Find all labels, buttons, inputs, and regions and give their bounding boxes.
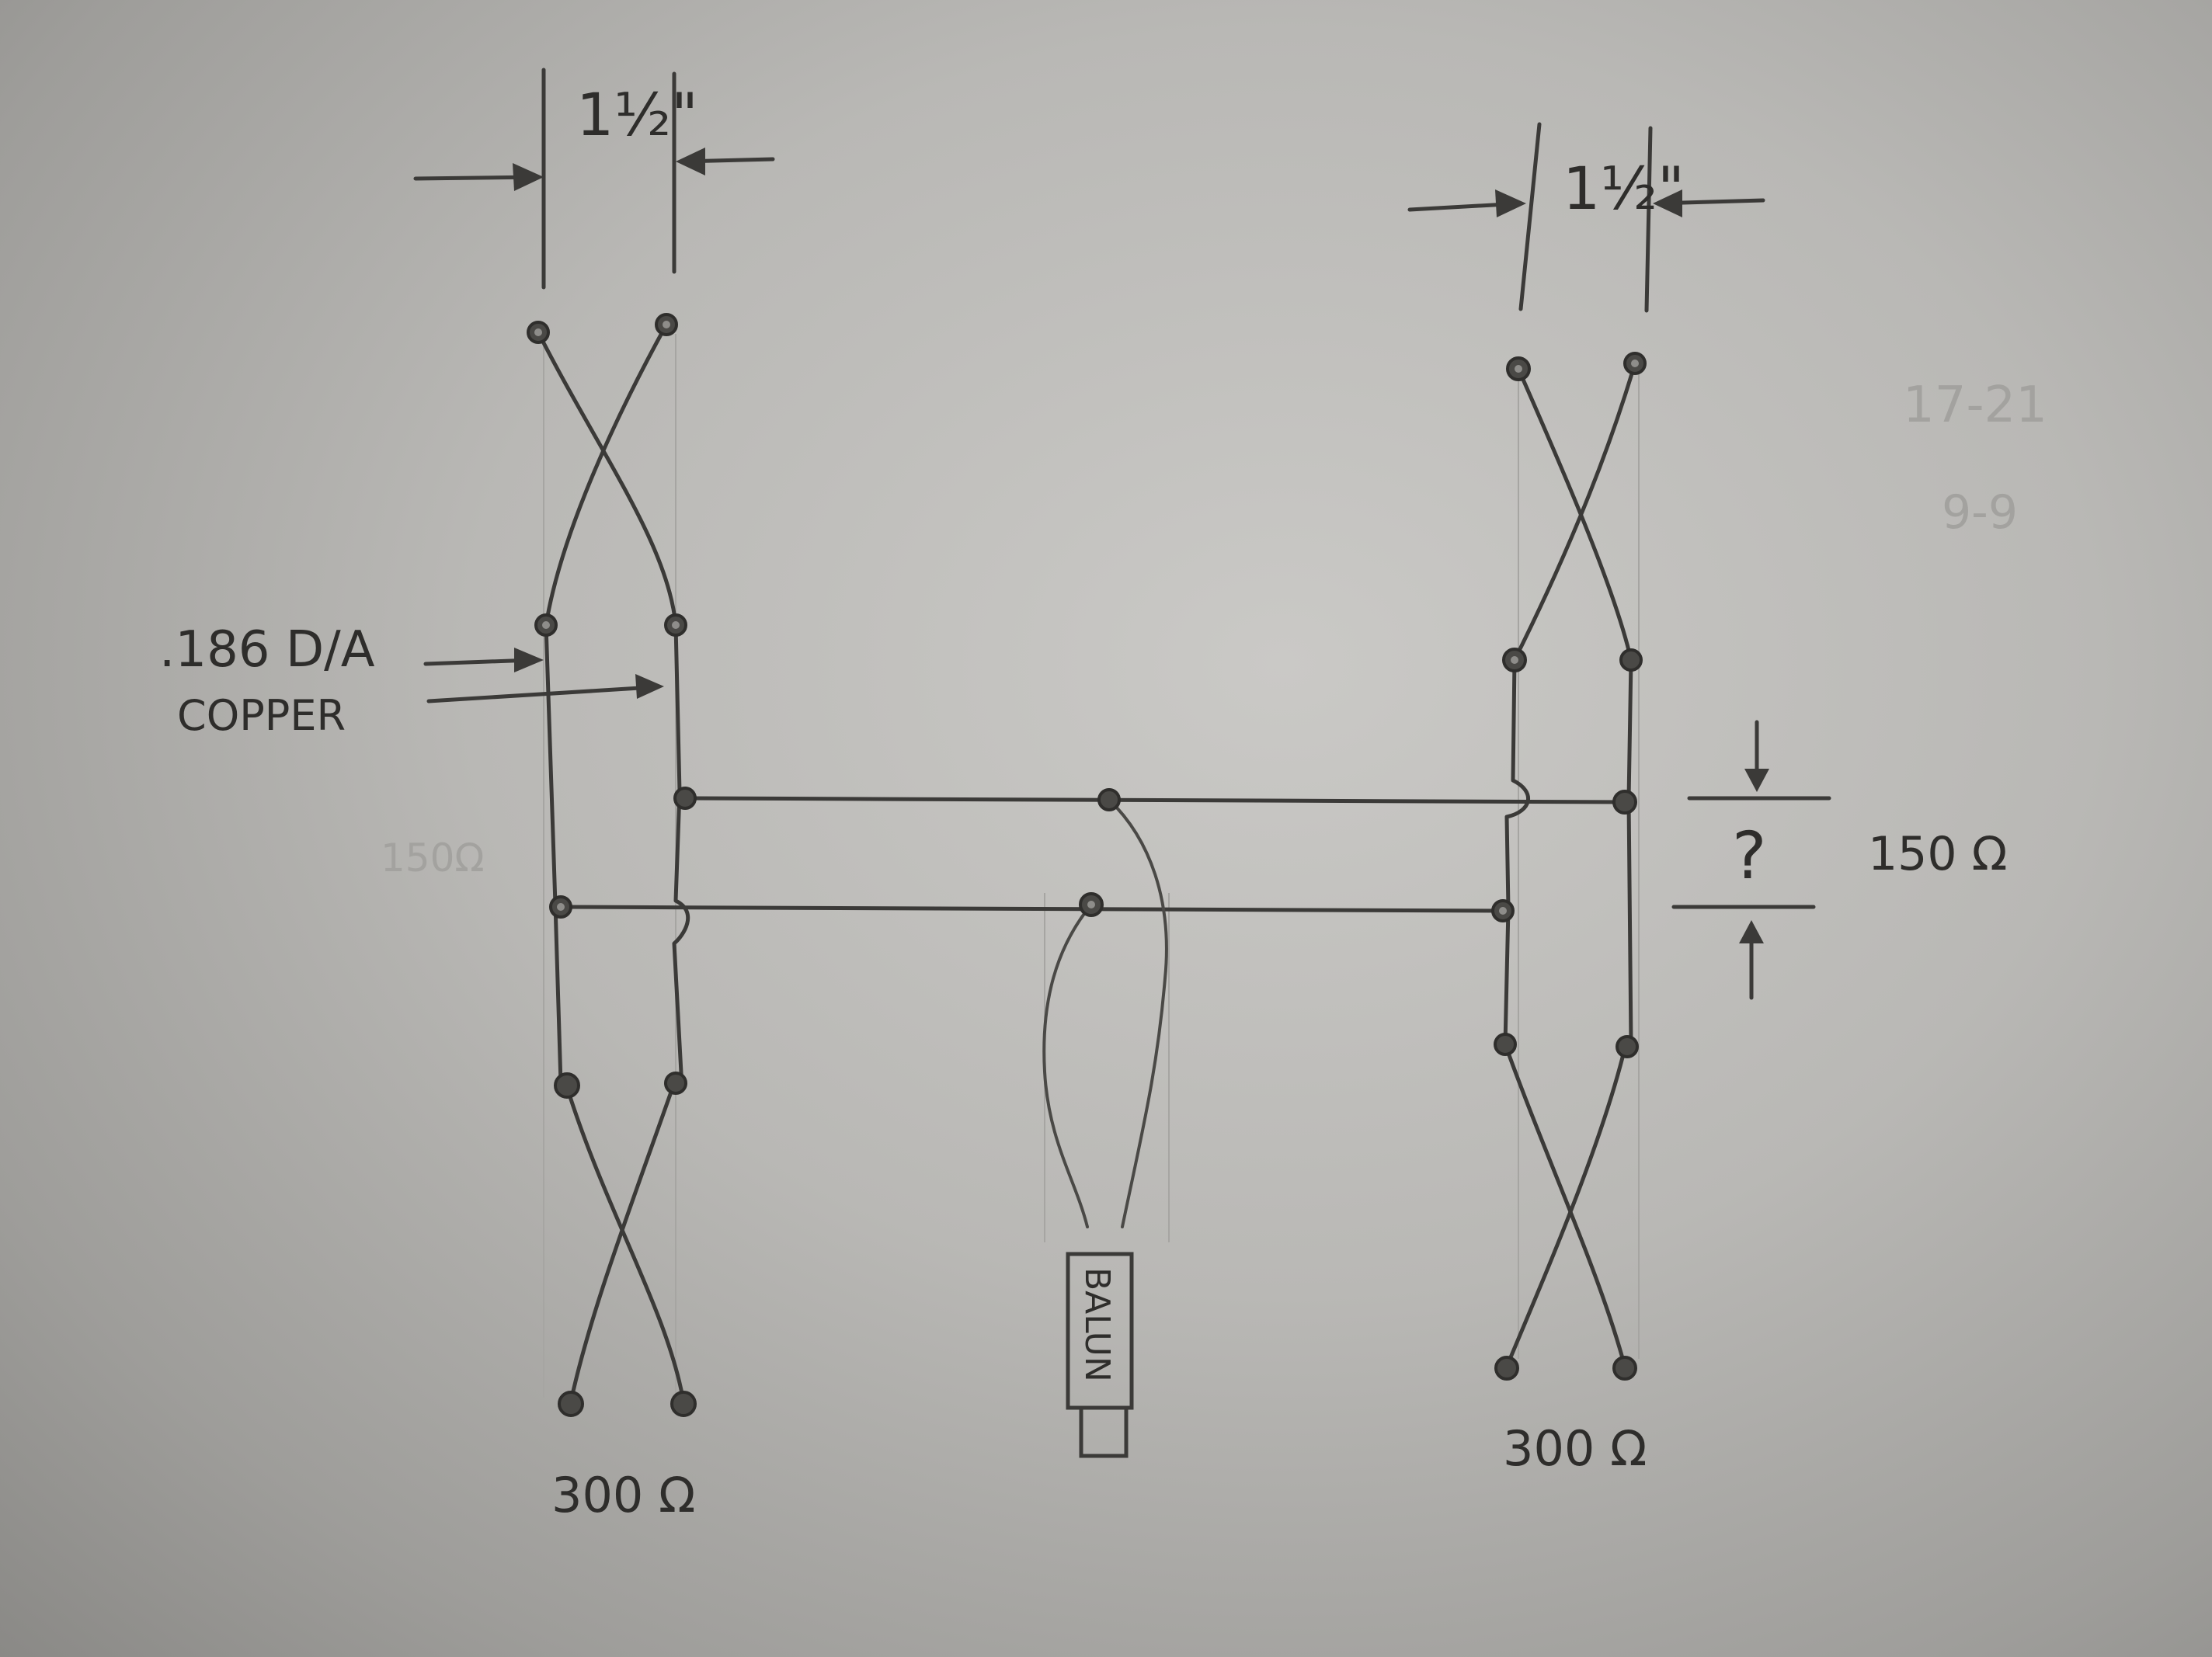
- left-spacing-dimension: [413, 68, 775, 290]
- construction-guides: [543, 334, 1640, 1398]
- left-bay-wires: [536, 322, 690, 1404]
- gap-impedance-label: 150 Ω: [1868, 827, 2008, 881]
- faint-impedance-label: 150Ω: [381, 835, 485, 881]
- right-nodes: [1491, 352, 1647, 1381]
- feed-nodes: [1079, 788, 1121, 917]
- phasing-lines: [558, 796, 1627, 913]
- right-spacing-dimension: [1407, 122, 1765, 313]
- balun-plug: [1079, 1405, 1129, 1458]
- left-spacing-label: 1½": [576, 80, 698, 149]
- conductor-material-label: COPPER: [177, 691, 346, 740]
- balun-label: BALUN: [1077, 1267, 1117, 1382]
- right-bay-wires: [1503, 361, 1637, 1369]
- left-nodes: [527, 313, 697, 1417]
- conductor-pointers: [423, 648, 664, 703]
- right-impedance-label: 300 Ω: [1503, 1420, 1647, 1477]
- left-impedance-label: 300 Ω: [551, 1467, 696, 1523]
- balun-feed: [1042, 798, 1168, 1458]
- gap-dimension: [1671, 720, 1831, 1000]
- right-spacing-label: 1½": [1563, 154, 1685, 223]
- margin-note-1: 17-21: [1903, 377, 2047, 434]
- margin-note-2: 9-9: [1942, 485, 2018, 540]
- gap-question-label: ?: [1732, 818, 1767, 894]
- conductor-size-label: .186 D/A: [159, 621, 375, 679]
